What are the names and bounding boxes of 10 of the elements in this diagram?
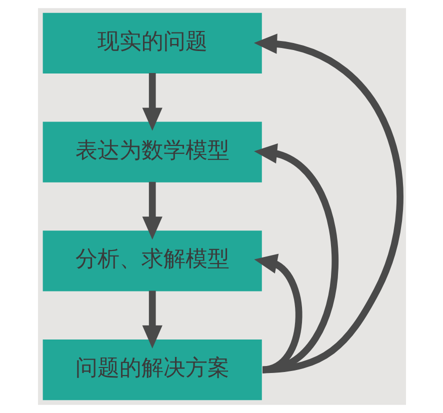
arrow	[254, 254, 302, 374]
node-box: 表达为数学模型	[42, 122, 262, 182]
arrow	[253, 34, 403, 374]
arrow	[142, 182, 162, 240]
node-box: 问题的解决方案	[42, 339, 262, 400]
arrow	[142, 290, 162, 348]
arrow	[254, 143, 338, 374]
arrow	[142, 73, 162, 131]
node-box: 现实的问题	[42, 12, 262, 74]
node-box: 分析、求解模型	[42, 230, 262, 292]
